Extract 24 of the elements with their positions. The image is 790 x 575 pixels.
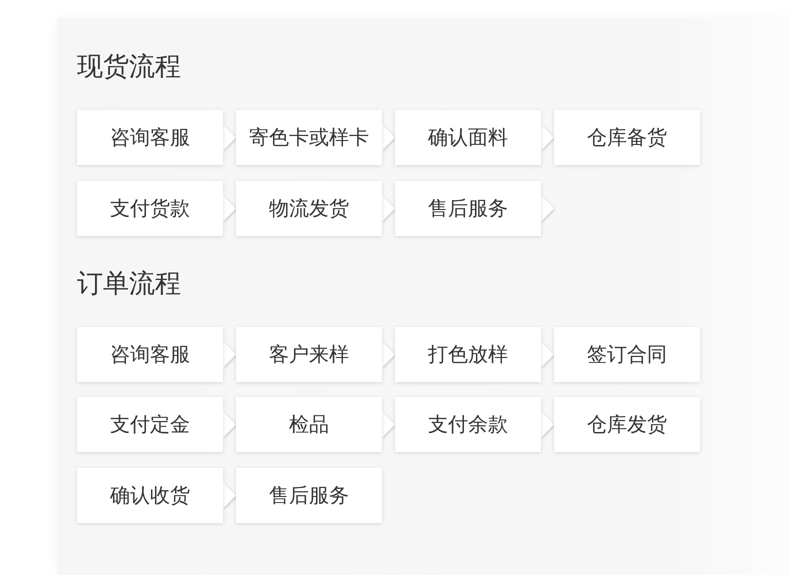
process-step: 检品 (236, 397, 382, 452)
process-step: 签订合同 (554, 327, 700, 382)
process-step: 仓库发货 (554, 397, 700, 452)
chevron-arrow (540, 196, 554, 222)
process-step: 咨询客服 (77, 327, 223, 382)
process-step: 物流发货 (236, 181, 382, 236)
process-step: 支付余款 (395, 397, 541, 452)
section-heading: 订单流程 (77, 268, 181, 301)
process-step: 支付货款 (77, 181, 223, 236)
process-step: 客户来样 (236, 327, 382, 382)
process-step: 打色放样 (395, 327, 541, 382)
process-step: 确认收货 (77, 468, 223, 523)
process-step: 确认面料 (395, 110, 541, 165)
process-step: 支付定金 (77, 397, 223, 452)
process-step: 售后服务 (236, 468, 382, 523)
process-step: 寄色卡或样卡 (236, 110, 382, 165)
chevron-arrow (540, 342, 554, 368)
process-step: 仓库备货 (554, 110, 700, 165)
chevron-arrow (382, 412, 396, 438)
process-step: 售后服务 (395, 181, 541, 236)
chevron-arrow (540, 124, 554, 150)
section-heading: 现货流程 (77, 51, 181, 84)
process-step: 咨询客服 (77, 110, 223, 165)
chevron-arrow (222, 342, 236, 368)
